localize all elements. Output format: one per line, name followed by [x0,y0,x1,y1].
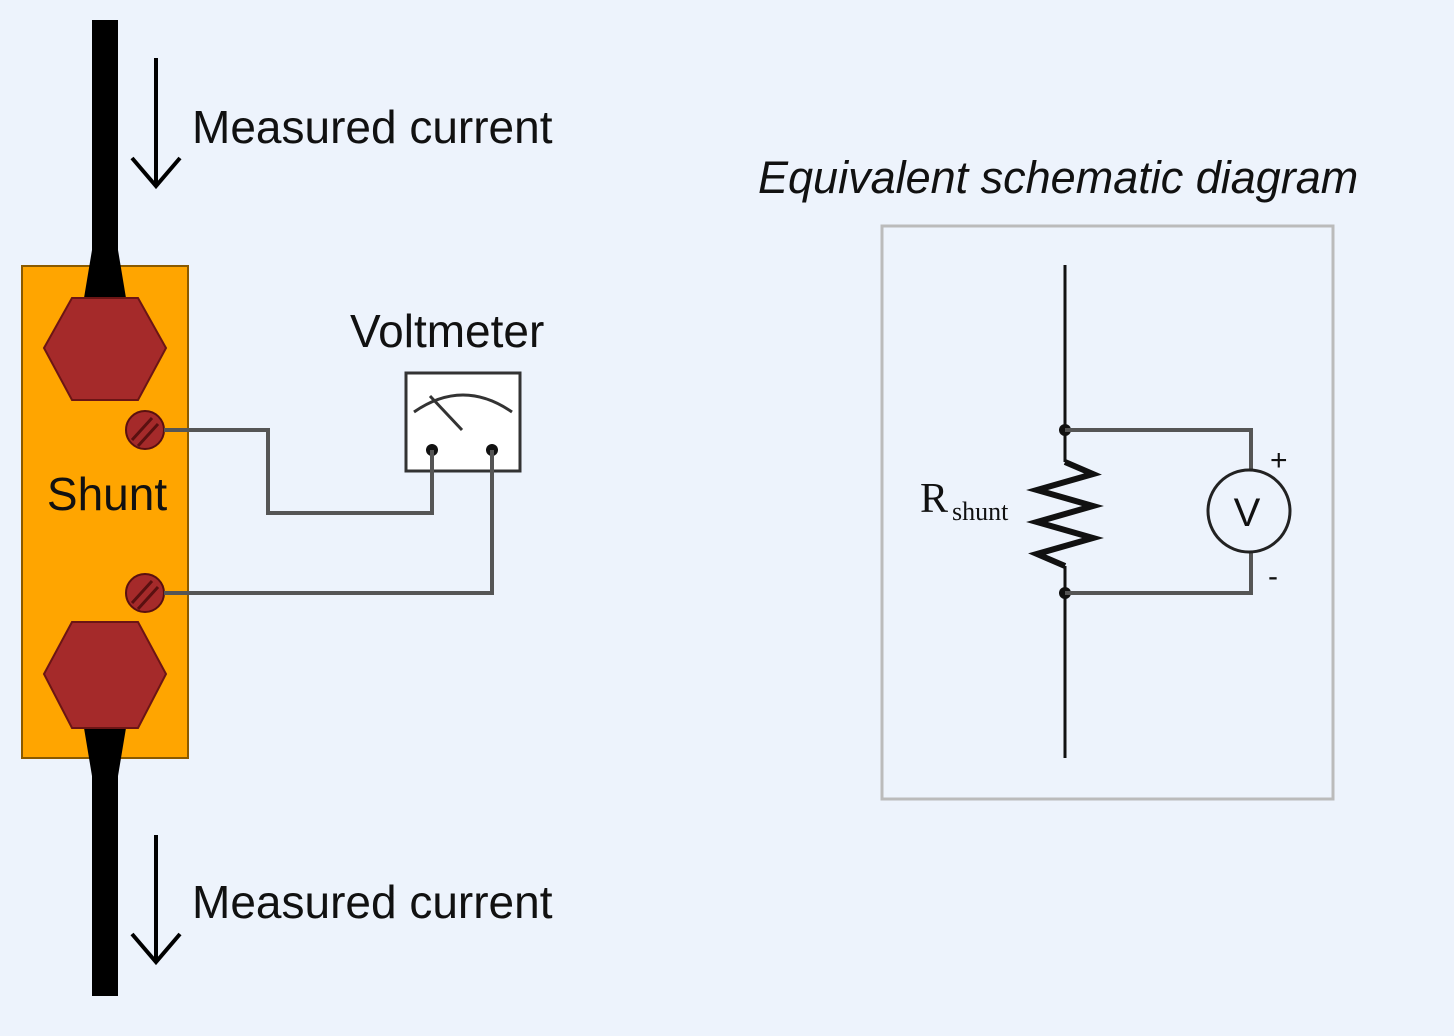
voltmeter-label: Voltmeter [350,305,544,357]
meter-branch-bottom [1065,552,1253,595]
physical-shunt-drawing: Shunt Measured current Measured current … [21,20,553,996]
measured-current-bottom-label: Measured current [192,876,553,928]
resistor-label-subscript: shunt [952,497,1009,526]
measured-current-top-label: Measured current [192,101,553,153]
top-hex-bolt [42,297,168,401]
top-sense-screw [125,410,165,450]
minus-sign: - [1268,560,1278,593]
bottom-hex-bolt [42,621,168,729]
voltmeter-symbol-icon [1206,468,1292,554]
top-conductor-flare [84,250,126,298]
plus-sign: + [1270,444,1288,477]
shunt-resistor-symbol [1026,459,1104,569]
resistor-label: R shunt [920,476,1009,526]
sense-wire-top [164,428,434,515]
resistor-label-main: R [920,476,948,522]
schematic-title: Equivalent schematic diagram [758,152,1358,203]
voltmeter-symbol-letter: V [1234,491,1261,535]
shunt-label: Shunt [47,468,167,520]
bottom-sense-screw [125,573,165,613]
equivalent-schematic: Equivalent schematic diagram V + - R shu… [758,152,1358,801]
voltmeter-icon [404,371,522,473]
top-current-arrow-icon [130,58,182,190]
meter-branch-top [1065,428,1253,470]
sense-wire-bottom [164,450,494,595]
bottom-conductor-flare [84,728,126,776]
bottom-current-arrow-icon [130,835,182,966]
schematic-frame [880,224,1335,801]
